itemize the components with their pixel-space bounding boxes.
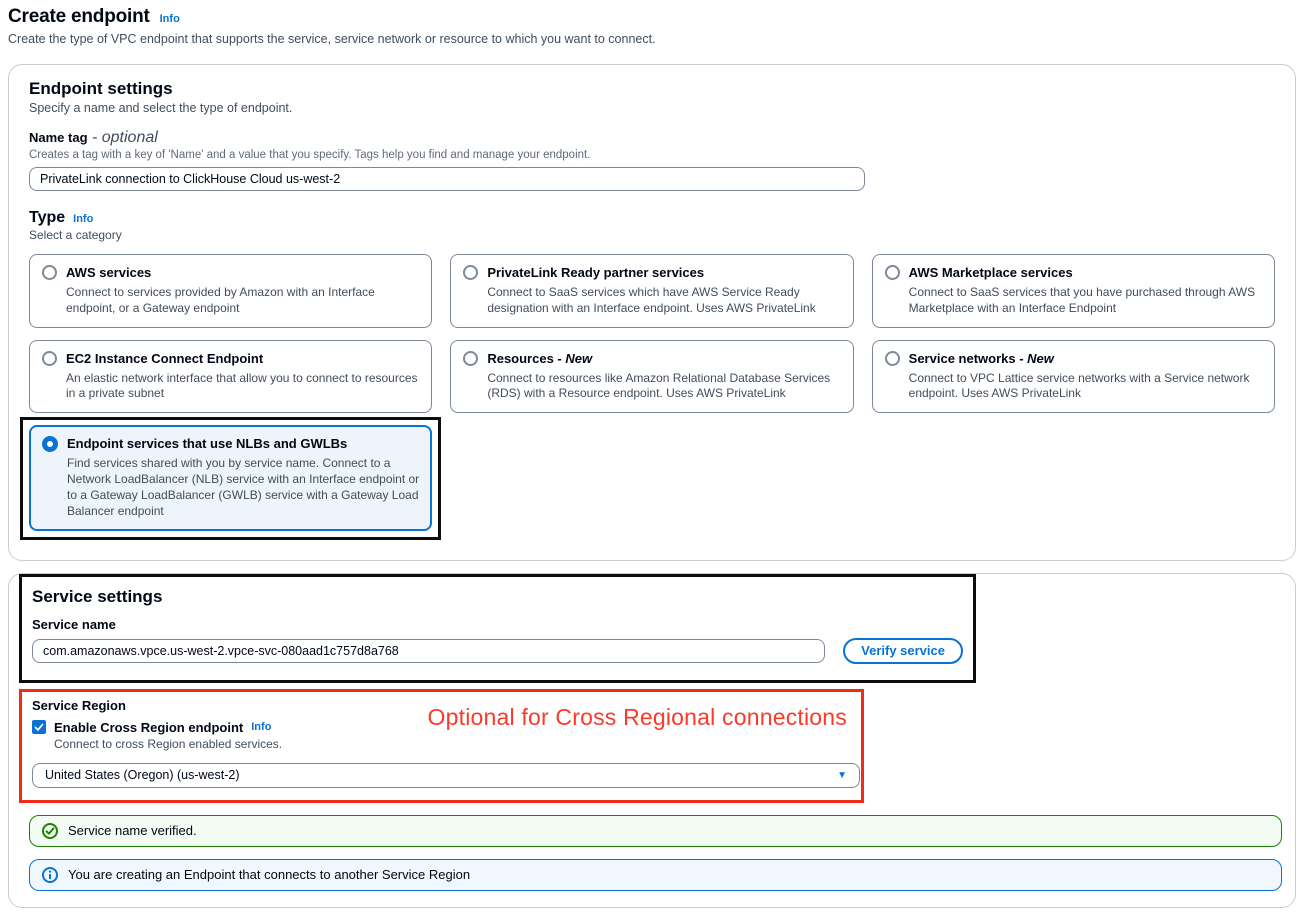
tile-description: Connect to resources like Amazon Relatio… [487, 370, 831, 401]
type-option-resources[interactable]: Resources - New Connect to resources lik… [450, 339, 854, 414]
name-tag-input[interactable] [29, 167, 865, 191]
radio-icon[interactable] [463, 265, 479, 280]
tile-description: Find services shared with you by service… [67, 456, 420, 518]
cross-region-description: Connect to cross Region enabled services… [54, 736, 283, 751]
type-description: Select a category [29, 228, 122, 242]
info-icon [42, 866, 58, 883]
service-region-label: Service Region [32, 697, 126, 713]
info-alert-text: You are creating an Endpoint that connec… [68, 867, 471, 883]
annotation-box-selected-type: Endpoint services that use NLBs and GWLB… [20, 417, 442, 540]
tile-description: Connect to SaaS services that you have p… [908, 285, 1256, 315]
service-settings-title: Service settings [32, 586, 163, 606]
tile-title: PrivateLink Ready partner services [487, 265, 705, 280]
type-option-service-networks[interactable]: Service networks - New Connect to VPC La… [871, 339, 1275, 414]
radio-icon[interactable] [884, 265, 900, 280]
radio-icon[interactable] [463, 350, 479, 366]
annotation-box-service-name: Service settings Service name Verify ser… [19, 573, 976, 683]
type-option-ec2-instance-connect[interactable]: EC2 Instance Connect Endpoint An elastic… [29, 339, 433, 414]
endpoint-settings-panel: Endpoint settings Specify a name and sel… [8, 64, 1296, 561]
service-name-input[interactable] [32, 638, 826, 663]
name-tag-label: Name tag [29, 130, 88, 145]
info-alert: You are creating an Endpoint that connec… [29, 858, 1282, 891]
type-section-header: Type Info Select a category [29, 209, 1275, 242]
name-tag-field: Name tag - optional Creates a tag with a… [29, 129, 1275, 191]
name-tag-constraint: Creates a tag with a key of 'Name' and a… [29, 149, 591, 161]
type-option-aws-services[interactable]: AWS services Connect to services provide… [29, 254, 433, 328]
tile-title: Resources - [487, 350, 566, 366]
endpoint-settings-title: Endpoint settings [29, 79, 173, 98]
radio-selected-icon[interactable] [42, 436, 58, 453]
cross-region-info-link[interactable]: Info [251, 721, 272, 734]
tile-title: AWS Marketplace services [908, 265, 1073, 280]
region-select[interactable]: United States (Oregon) (us-west-2) ▼ [32, 762, 860, 788]
annotation-text: Optional for Cross Regional connections [427, 703, 847, 730]
region-select-value: United States (Oregon) (us-west-2) [45, 768, 240, 783]
radio-icon[interactable] [42, 350, 57, 366]
annotation-box-service-region: Service Region Enable Cross Region endpo… [19, 688, 864, 803]
radio-icon[interactable] [42, 265, 57, 280]
tile-title: EC2 Instance Connect Endpoint [66, 350, 264, 366]
page-title: Create endpoint [8, 6, 150, 27]
tile-description: Connect to VPC Lattice service networks … [908, 370, 1250, 401]
page-info-link[interactable]: Info [159, 13, 180, 25]
type-label: Type [29, 209, 66, 226]
tile-title: Endpoint services that use NLBs and GWLB… [67, 436, 348, 452]
type-option-endpoint-services-nlb-gwlb[interactable]: Endpoint services that use NLBs and GWLB… [29, 425, 433, 531]
type-option-grid: AWS services Connect to services provide… [20, 254, 1275, 540]
success-alert-text: Service name verified. [68, 823, 197, 839]
page-description: Create the type of VPC endpoint that sup… [8, 32, 656, 46]
tile-description: Connect to services provided by Amazon w… [66, 285, 375, 315]
cross-region-checkbox-label[interactable]: Enable Cross Region endpoint [54, 719, 244, 735]
endpoint-settings-description: Specify a name and select the type of en… [29, 101, 293, 115]
tile-description: An elastic network interface that allow … [66, 370, 418, 401]
radio-icon[interactable] [884, 350, 900, 366]
type-option-marketplace[interactable]: AWS Marketplace services Connect to SaaS… [871, 254, 1275, 328]
tile-new-badge: New [565, 350, 593, 366]
service-settings-panel: Service settings Service name Verify ser… [8, 572, 1296, 908]
success-check-icon [42, 822, 58, 839]
success-alert: Service name verified. [29, 814, 1282, 847]
cross-region-checkbox[interactable] [32, 720, 46, 735]
verify-service-button[interactable]: Verify service [843, 637, 963, 664]
page-header: Create endpoint Info Create the type of … [8, 4, 1296, 52]
tile-title: AWS services [66, 265, 152, 280]
chevron-down-icon: ▼ [837, 769, 847, 781]
check-icon [34, 723, 44, 732]
tile-title: Service networks - [908, 350, 1028, 366]
tile-new-badge: New [1027, 350, 1054, 366]
service-name-label: Service name [32, 616, 116, 632]
name-tag-optional: - optional [87, 129, 158, 146]
type-option-privatelink-partner[interactable]: PrivateLink Ready partner services Conne… [450, 254, 854, 328]
tile-description: Connect to SaaS services which have AWS … [487, 285, 816, 315]
type-info-link[interactable]: Info [73, 213, 94, 225]
